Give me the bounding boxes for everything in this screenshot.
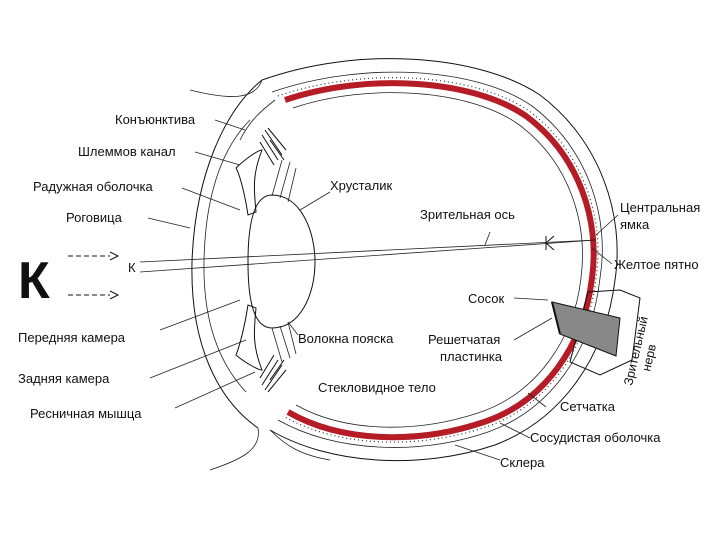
- label-fovea-1: Центральная: [620, 200, 700, 215]
- label-zonule-fibers: Волокна пояска: [298, 331, 394, 346]
- zonule-fibers: [271, 159, 297, 363]
- cornea-outer: [191, 79, 263, 429]
- sclera-inner: [271, 71, 603, 448]
- arrow-head-lower: [109, 290, 120, 300]
- label-iris: Радужная оболочка: [33, 179, 153, 194]
- retina-layer: [292, 92, 583, 428]
- label-cornea: Роговица: [66, 210, 123, 225]
- optical-axis-line: [139, 239, 597, 273]
- label-sclera: Склера: [500, 455, 545, 470]
- iris-lower: [235, 304, 263, 371]
- label-cribriform-1: Решетчатая: [428, 332, 500, 347]
- label-vitreous-body: Стекловидное тело: [318, 380, 436, 395]
- visual-axis-line: [139, 239, 597, 263]
- label-choroid: Сосудистая оболочка: [530, 430, 661, 445]
- label-cribriform-2: пластинка: [440, 349, 503, 364]
- lens: [247, 194, 316, 329]
- label-conjunctiva: Конъюнктива: [115, 112, 196, 127]
- label-macula: Желтое пятно: [614, 257, 699, 272]
- conjunctiva-fold: [189, 79, 276, 141]
- sclera-outer: [261, 58, 618, 462]
- label-retina: Сетчатка: [560, 399, 616, 414]
- label-optic-nerve-2: нерв: [639, 342, 659, 372]
- cornea-inner: [203, 119, 251, 393]
- label-lens: Хрусталик: [330, 178, 392, 193]
- ciliary-muscle-lower: [259, 354, 287, 393]
- label-posterior-chamber: Задняя камера: [18, 371, 110, 386]
- arrow-head-upper: [109, 251, 120, 261]
- lower-conjunctiva: [209, 427, 331, 471]
- choroid-layer: [284, 80, 597, 441]
- label-ciliary-muscle: Ресничная мышца: [30, 406, 142, 421]
- label-visual-axis: Зрительная ось: [420, 207, 515, 222]
- letter-k-big: К: [18, 252, 50, 310]
- cribriform-plate: [551, 301, 561, 335]
- letter-k-small: К: [128, 260, 136, 275]
- ciliary-muscle-upper: [259, 127, 287, 166]
- label-optic-disc: Сосок: [468, 291, 504, 306]
- optic-nerve: [569, 289, 641, 376]
- leader-lines: [147, 119, 619, 461]
- label-anterior-chamber: Передняя камера: [18, 330, 126, 345]
- retinal-image-k: [545, 235, 555, 251]
- label-fovea-2: ямка: [620, 217, 650, 232]
- label-schlemm-canal: Шлеммов канал: [78, 144, 176, 159]
- iris-upper: [235, 149, 263, 216]
